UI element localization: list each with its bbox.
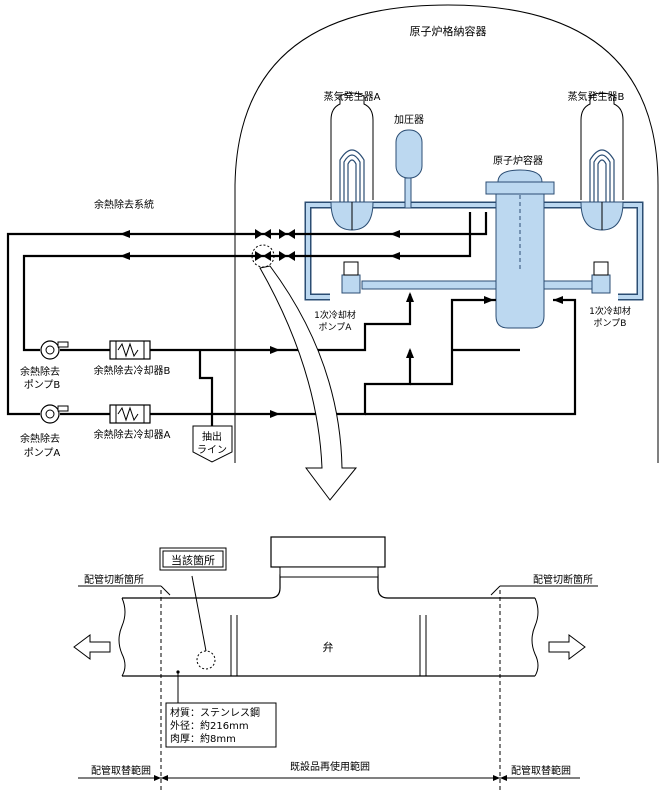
replace-range-right-label: 配管取替範囲 [511,764,571,777]
rhr-system-box [78,194,188,212]
coolant-pump-a-label-1: 1次冷却材 [314,309,356,321]
rhr-pump-a [40,404,69,424]
spec-thickness: 肉厚：約8mm [170,732,236,745]
steam-generator-a-label: 蒸気発生器A [324,90,381,103]
flow-arrows [120,230,563,418]
rhr-pump-b-label-2: ポンプB [24,379,61,391]
spec-diameter: 外径：約216mm [170,719,249,732]
rhr-pump-a-label-2: ポンプA [24,447,61,459]
cut-point-left-label: 配管切断箇所 [84,573,144,586]
coolant-pump-a-casing [341,274,361,294]
defect-location-circle [196,650,216,670]
reactor-vessel-label: 原子炉容器 [493,154,543,167]
containment-outline [234,4,659,463]
flow-arrow-right [548,634,586,660]
crossover-pipe [361,280,599,290]
rhr-cooler-a-label: 余熱除去冷却器A [94,428,171,441]
pipe-right-break [531,597,539,677]
containment-label: 原子炉格納容器 [410,24,487,38]
flow-arrow-left [73,634,111,660]
primary-coolant-loop [304,129,644,329]
pressurizer-label: 加圧器 [394,114,424,126]
reactor-vessel-head [497,169,543,183]
rhr-pump-b [40,340,69,360]
primary-loop-pipe-inner [306,203,642,299]
spec-box [165,702,277,748]
pipe-left-break [118,597,126,677]
coolant-pump-b-label-1: 1次冷却材 [589,305,631,317]
letdown-line-label-1: 抽出 [202,430,222,443]
cut-point-right-label: 配管切断箇所 [533,573,593,586]
letdown-line-label-2: ライン [197,444,227,456]
pipe-detail [118,536,539,790]
sg-a-tubes [339,149,365,202]
coolant-pump-b-label-2: ポンプB [594,318,627,329]
location-label-box [159,547,227,571]
spec-material: 材質：ステンレス鋼 [170,706,260,719]
location-label: 当該箇所 [171,553,215,567]
letdown-line-box [192,425,233,463]
replace-range-left-label: 配管取替範囲 [91,764,151,777]
coolant-pump-a-label-2: ポンプA [319,322,353,333]
coolant-pump-a-motor [343,261,359,276]
range-arrows [154,775,507,781]
surge-line [404,177,412,209]
steam-generator-a-shell [330,92,374,200]
rhr-cooler-a [109,404,151,424]
rhr-pump-b-label-1: 余熱除去 [20,365,60,378]
pressurizer-vessel [395,129,423,179]
rhr-system-label: 余熱除去系統 [94,198,154,211]
valve-label: 弁 [323,640,334,654]
valve-neck [279,566,379,578]
sg-b-tubes [589,149,615,202]
reuse-range-label: 既設品再使用範囲 [290,760,370,773]
callout-arrow [259,265,358,501]
coolant-pump-b-casing [591,274,611,294]
steam-generator-b-label: 蒸気発生器B [568,90,625,103]
rhr-pump-a-label-1: 余熱除去 [20,432,60,445]
isolation-valves [255,229,295,261]
rhr-cooler-b-label: 余熱除去冷却器B [94,364,171,377]
pipe-outline [122,574,535,677]
reactor-vessel-flange [485,181,555,195]
coolant-pump-b-motor [593,261,609,276]
steam-generator-b-shell [580,92,624,200]
rhr-piping [6,212,577,426]
valve-bonnet [270,536,386,568]
rhr-cooler-b [109,340,151,360]
